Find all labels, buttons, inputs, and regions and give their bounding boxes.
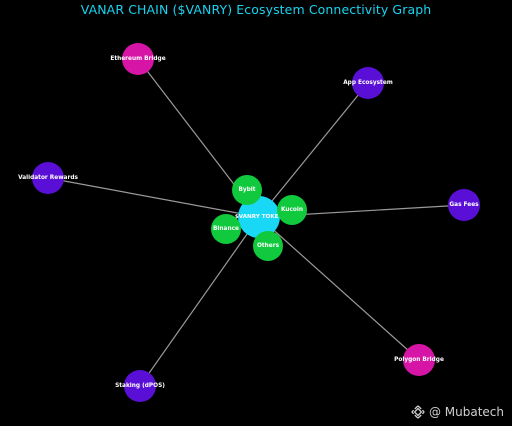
graph-title: VANAR CHAIN ($VANRY) Ecosystem Connectiv… — [80, 2, 432, 17]
node-app_eco: App Ecosystem — [343, 67, 393, 99]
edge-vanry-staking — [139, 216, 260, 387]
node-circle-eth_bridge — [122, 43, 154, 75]
node-binance: Binance — [211, 214, 241, 244]
node-vanry: $VANRY TOKEN — [235, 196, 284, 238]
node-eth_bridge: Ethereum Bridge — [110, 43, 166, 75]
node-circle-app_eco — [352, 67, 384, 99]
node-label-bybit: Bybit — [238, 187, 255, 193]
node-validator: Validator Rewards — [18, 162, 78, 194]
node-staking: Staking (dPOS) — [115, 370, 165, 402]
edge-vanry-validator — [47, 177, 260, 218]
node-bybit: Bybit — [232, 175, 262, 205]
node-label-validator: Validator Rewards — [18, 175, 78, 181]
node-label-kucoin: Kucoin — [281, 207, 303, 213]
node-circle-staking — [124, 370, 156, 402]
binance-logo-icon — [411, 405, 425, 419]
edge-vanry-polygon_bridge — [258, 216, 420, 361]
node-circle-polygon_bridge — [403, 344, 435, 376]
edge-vanry-app_eco — [258, 82, 369, 218]
node-label-polygon_bridge: Polygon Bridge — [394, 357, 444, 363]
node-label-app_eco: App Ecosystem — [343, 80, 393, 86]
node-circle-vanry — [238, 196, 280, 238]
node-label-staking: Staking (dPOS) — [115, 383, 165, 389]
node-label-others: Others — [257, 243, 280, 249]
node-circle-others — [253, 231, 283, 261]
node-label-eth_bridge: Ethereum Bridge — [110, 56, 165, 62]
node-others: Others — [253, 231, 283, 261]
node-circle-binance — [211, 214, 241, 244]
watermark: @ Mubatech — [411, 405, 504, 419]
node-label-gas: Gas Fees — [449, 202, 479, 208]
watermark-text: @ Mubatech — [428, 405, 504, 419]
node-polygon_bridge: Polygon Bridge — [394, 344, 444, 376]
node-kucoin: Kucoin — [277, 195, 307, 225]
node-circle-validator — [32, 162, 64, 194]
node-circle-bybit — [232, 175, 262, 205]
node-gas: Gas Fees — [448, 189, 480, 221]
node-label-vanry: $VANRY TOKEN — [235, 214, 284, 220]
node-label-binance: Binance — [213, 226, 239, 232]
node-circle-kucoin — [277, 195, 307, 225]
node-circle-gas — [448, 189, 480, 221]
